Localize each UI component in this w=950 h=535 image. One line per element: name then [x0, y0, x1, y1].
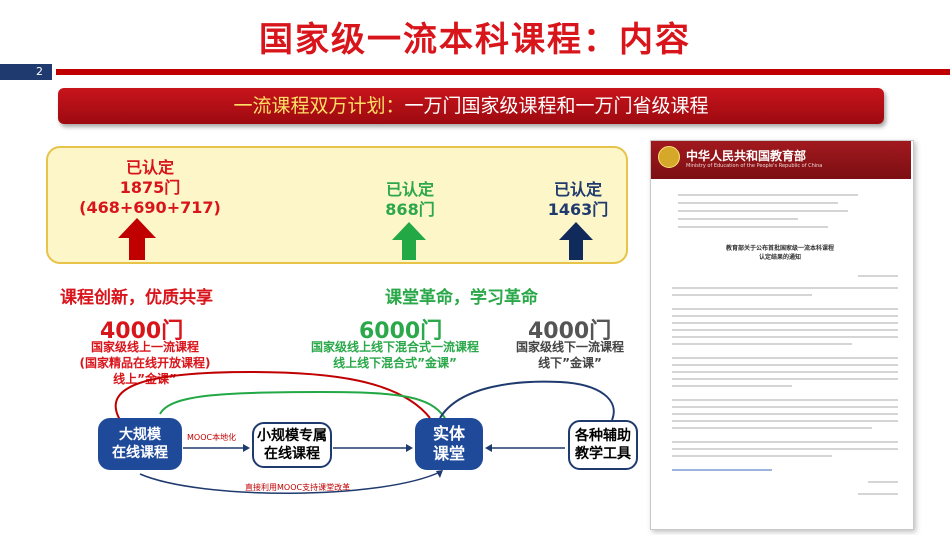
banner-rest: 一万门国家级课程和一万门省级课程	[404, 95, 709, 117]
doc-meta-line	[678, 218, 798, 220]
header-rule	[56, 69, 950, 75]
document-header-subtitle: Ministry of Education of the People's Re…	[686, 163, 823, 169]
flow-connectors	[114, 370, 615, 494]
arrow-localize-label: MOOC本地化	[187, 433, 237, 442]
mooc-box-line2: 在线课程	[112, 445, 168, 461]
slogan-right: 课堂革命，学习革命	[385, 288, 538, 308]
tools-box: 各种辅助 教学工具	[568, 420, 638, 470]
certified-online-label: 已认定	[125, 158, 174, 177]
blended-desc: 国家级线上线下混合式一流课程 线上线下混合式”金课”	[290, 339, 500, 371]
doc-meta-line	[678, 202, 838, 204]
banner-text: 一流课程双万计划：一万门国家级课程和一万门省级课程	[58, 88, 884, 124]
online-desc: 国家级线上一流课程 (国家精品在线开放课程) 线上”金课”	[40, 339, 250, 387]
online-desc-line2: (国家精品在线开放课程)	[79, 356, 211, 370]
online-bracket-curve	[114, 370, 431, 421]
document-heading: 教育部关于公布首批国家级一流本科课程 认定结果的通知	[660, 244, 900, 262]
offline-desc-line1: 国家级线下一流课程	[515, 340, 624, 354]
slogan-left: 课程创新，优质共享	[60, 288, 213, 308]
notice-document	[650, 140, 914, 530]
arrow-spoc-class-head	[406, 444, 413, 452]
spoc-box: 小规模专属 在线课程	[252, 422, 332, 468]
offline-count: 4000门	[528, 319, 612, 344]
page-number: 2	[0, 64, 52, 80]
doc-meta-line	[678, 194, 858, 196]
blended-bracket-curve	[159, 390, 446, 419]
document-header-title: 中华人民共和国教育部	[686, 149, 807, 163]
classroom-box: 实体 课堂	[415, 418, 483, 470]
document-heading-line2: 认定结果的通知	[758, 254, 801, 261]
arrow-direct-label: 直接利用MOOC支持课堂改革	[245, 483, 351, 492]
arrow-direct-head	[436, 470, 443, 478]
offline-bracket-curve	[439, 380, 615, 421]
certified-online-count: 1875门	[119, 178, 181, 197]
certified-offline-label: 已认定	[553, 180, 602, 199]
document-header	[651, 141, 911, 179]
banner-lead: 一流课程双万计划：	[233, 95, 405, 117]
certified-online-breakdown: (468+690+717)	[79, 198, 221, 217]
doc-meta-line	[678, 226, 828, 228]
slide-title: 国家级一流本科课程：内容	[259, 20, 691, 60]
blended-count: 6000门	[359, 319, 443, 344]
document-body	[672, 275, 898, 495]
arrow-tools-class-head	[485, 444, 492, 452]
document-heading-line1: 教育部关于公布首批国家级一流本科课程	[725, 245, 834, 252]
blended-desc-line1: 国家级线上线下混合式一流课程	[310, 340, 479, 354]
doc-meta-line	[678, 210, 848, 212]
online-desc-line3: 线上”金课”	[113, 372, 177, 386]
tools-box-line2: 教学工具	[575, 446, 631, 462]
certified-online: 已认定 1875门 (468+690+717)	[60, 158, 240, 218]
up-arrow-navy-icon	[559, 222, 593, 260]
spoc-box-line2: 在线课程	[264, 446, 320, 462]
certified-blended: 已认定 868门	[360, 180, 460, 220]
certified-offline-count: 1463门	[547, 200, 609, 219]
classroom-box-line1: 实体	[432, 424, 465, 443]
spoc-box-line1: 小规模专属	[257, 428, 327, 444]
national-emblem-icon	[658, 146, 680, 168]
blended-desc-line2: 线上线下混合式”金课”	[333, 356, 457, 370]
up-arrow-red-icon	[118, 218, 156, 260]
arrow-direct-curve	[139, 471, 441, 494]
mooc-box: 大规模 在线课程	[98, 418, 182, 470]
certified-blended-label: 已认定	[385, 180, 434, 199]
offline-desc: 国家级线下一流课程 线下”金课”	[500, 339, 640, 371]
certified-blended-count: 868门	[385, 200, 435, 219]
mooc-box-line1: 大规模	[119, 427, 161, 443]
arrow-localize-head	[243, 444, 250, 452]
online-desc-line1: 国家级线上一流课程	[90, 340, 199, 354]
offline-desc-line2: 线下”金课”	[538, 356, 602, 370]
up-arrow-green-icon	[392, 222, 426, 260]
online-count: 4000门	[100, 319, 184, 344]
tools-box-line1: 各种辅助	[575, 428, 631, 444]
certified-offline: 已认定 1463门	[528, 180, 628, 220]
banner	[58, 88, 884, 124]
classroom-box-line2: 课堂	[432, 444, 465, 463]
